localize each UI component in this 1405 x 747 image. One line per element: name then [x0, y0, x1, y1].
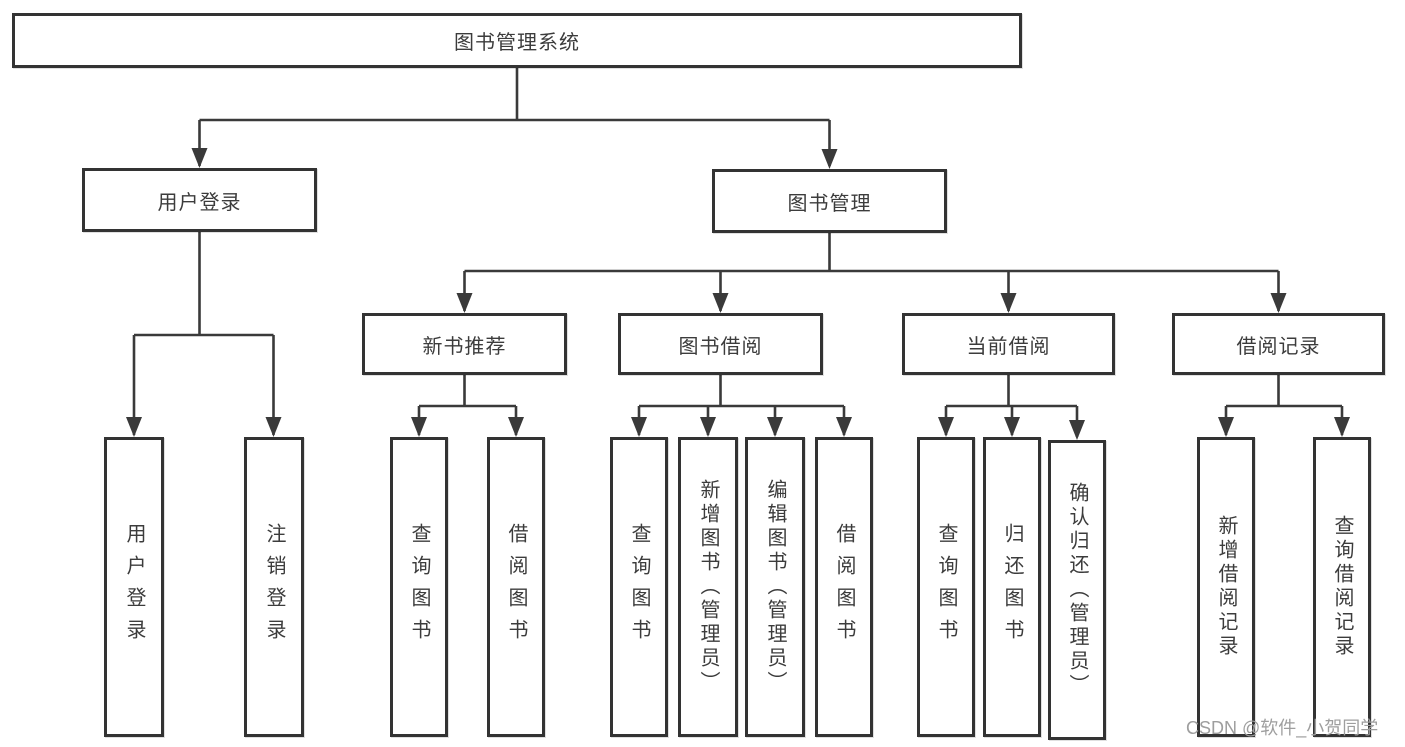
arrowhead: [508, 417, 524, 437]
node-leaf-query-books-borrow: 查询图书: [610, 437, 668, 737]
csdn-watermark: CSDN @软件_小贺同学: [1186, 718, 1379, 738]
arrowhead: [1218, 417, 1234, 437]
node-leaf-query-borrow-record: 查询借阅记录: [1313, 437, 1371, 737]
node-root-system: 图书管理系统: [12, 13, 1022, 68]
arrowhead: [411, 417, 427, 437]
node-leaf-add-books-admin: 新增图书（管理员）: [678, 437, 738, 737]
arrowhead: [767, 417, 783, 437]
arrowhead: [191, 148, 208, 168]
node-borrow-records: 借阅记录: [1172, 313, 1385, 375]
node-leaf-logout: 注销登录: [244, 437, 304, 737]
node-user-login: 用户登录: [82, 168, 317, 232]
node-current-borrow: 当前借阅: [902, 313, 1115, 375]
edge-current-to-children: [938, 375, 1085, 440]
edge-root-to-level2: [191, 68, 838, 169]
arrowhead: [1334, 417, 1350, 437]
arrowhead: [126, 417, 142, 437]
edge-recommend-to-children: [411, 375, 524, 437]
arrowhead: [265, 417, 282, 437]
arrowhead: [1069, 420, 1085, 440]
arrowhead: [1270, 293, 1287, 313]
arrowhead: [712, 293, 729, 313]
arrowhead: [456, 293, 473, 313]
node-leaf-edit-books-admin: 编辑图书（管理员）: [745, 437, 805, 737]
node-leaf-query-books-recommend: 查询图书: [390, 437, 448, 737]
arrowhead: [836, 417, 852, 437]
node-leaf-query-books-current: 查询图书: [917, 437, 975, 737]
node-leaf-confirm-return-admin: 确认归还（管理员）: [1048, 440, 1106, 740]
node-new-book-recommend: 新书推荐: [362, 313, 567, 375]
arrowhead: [631, 417, 647, 437]
edge-login-to-children: [126, 232, 282, 437]
arrowhead: [700, 417, 716, 437]
node-leaf-add-borrow-record: 新增借阅记录: [1197, 437, 1255, 737]
node-leaf-return-books: 归还图书: [983, 437, 1041, 737]
node-book-borrow: 图书借阅: [618, 313, 823, 375]
node-leaf-borrow-books-recommend: 借阅图书: [487, 437, 545, 737]
arrowhead: [1004, 417, 1020, 437]
arrowhead: [938, 417, 954, 437]
edge-borrow-to-children: [631, 375, 852, 437]
node-leaf-borrow-books: 借阅图书: [815, 437, 873, 737]
arrowhead: [1000, 293, 1017, 313]
edge-manage-to-level3: [456, 233, 1287, 313]
node-leaf-user-login: 用户登录: [104, 437, 164, 737]
node-book-management: 图书管理: [712, 169, 947, 233]
arrowhead: [821, 149, 838, 169]
edge-records-to-children: [1218, 375, 1350, 437]
